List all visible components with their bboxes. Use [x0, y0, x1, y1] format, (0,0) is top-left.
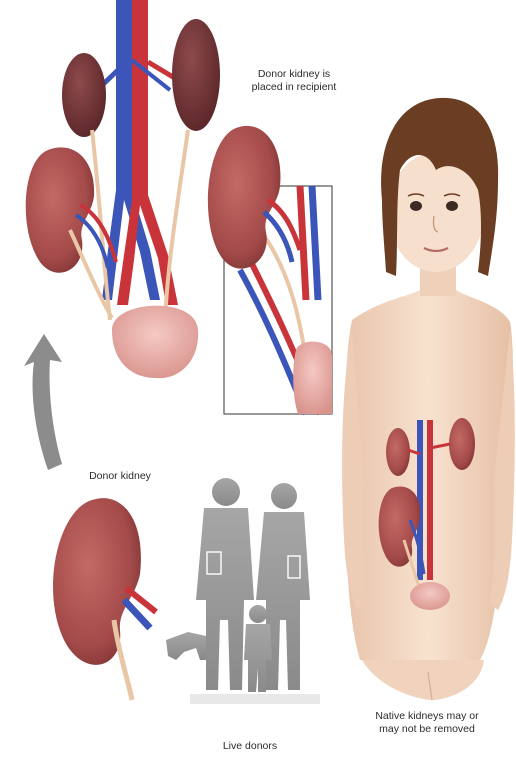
label-donor-kidney: Donor kidney — [72, 470, 168, 483]
recipient-anatomy-overview — [26, 0, 220, 378]
placement-detail — [208, 126, 332, 414]
child-recipient — [342, 98, 515, 700]
transplanted-kidney-overview — [26, 147, 94, 272]
label-donor-kidney-placed: Donor kidney is placed in recipient — [230, 68, 358, 94]
curved-arrow — [24, 334, 62, 470]
label-live-donors: Live donors — [190, 740, 310, 753]
live-donors-silhouettes — [166, 478, 320, 704]
bladder-overview — [112, 306, 198, 379]
native-kidney-left — [386, 428, 410, 476]
label-native-kidneys: Native kidneys may or may not be removed — [352, 710, 502, 736]
diseased-kidney-right — [172, 19, 220, 131]
bladder-child — [410, 582, 450, 610]
diseased-kidney-left — [62, 53, 106, 137]
donor-kidney-illustration — [53, 498, 156, 700]
native-kidney-right — [449, 418, 475, 470]
